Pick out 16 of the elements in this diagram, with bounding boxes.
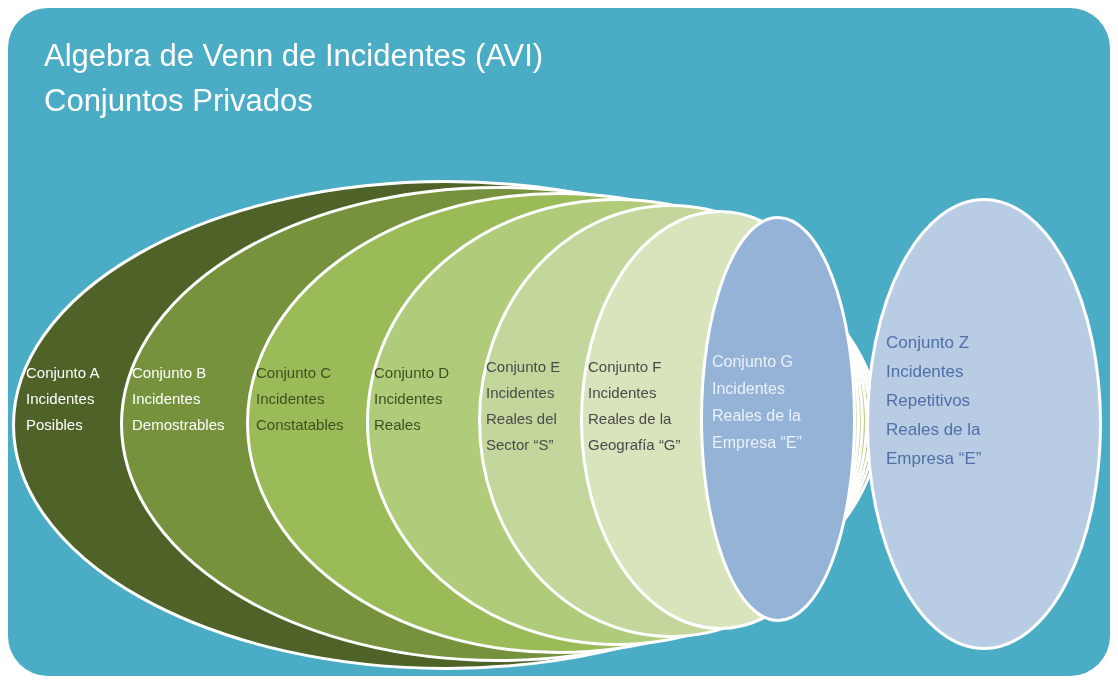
set-label: Conjunto F Incidentes Reales de la Geografía “G” [588, 357, 682, 455]
set-label: Conjunto C Incidentes Constatables [256, 363, 345, 435]
set-label: Conjunto Z Incidentes Repetitivos Reales de la Empresa “E” [886, 332, 983, 470]
set-ellipse [478, 204, 864, 638]
set-ellipse [866, 198, 1102, 650]
set-label: Conjunto A Incidentes Posibles [26, 363, 101, 435]
set-label: Conjunto G Incidentes Reales de la Empresa “E” [712, 352, 803, 453]
set-label: Conjunto E Incidentes Reales del Sector “S” [486, 357, 562, 455]
set-label: Conjunto B Incidentes Demostrables [132, 363, 226, 435]
set-ellipse [700, 216, 856, 622]
diagram-panel [8, 8, 1110, 676]
panel-heading: Algebra de Venn de Incidentes (AVI) [44, 38, 544, 74]
set-label: Conjunto D Incidentes Reales [374, 363, 451, 435]
set-ellipse [366, 198, 868, 646]
set-ellipse [580, 210, 860, 630]
panel-subheading: Conjuntos Privados [44, 83, 313, 119]
